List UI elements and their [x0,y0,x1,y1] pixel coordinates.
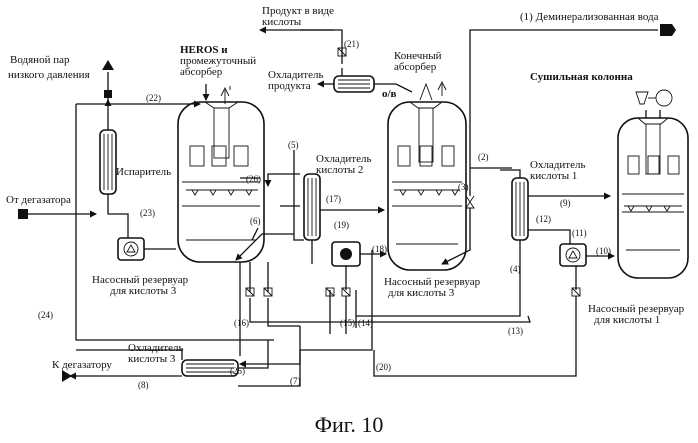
stream-15: (15) [340,318,355,328]
stream-17: (17) [326,194,341,204]
stream-18: (18) [372,244,387,254]
label-final-absorber: Конечный абсорбер [394,50,442,73]
blower-icon [636,90,672,106]
stream-22: (22) [146,93,161,103]
stream-19: (19) [334,220,349,230]
acid-cooler-1-exchanger [512,178,528,240]
evaporator-exchanger [100,130,116,194]
label-steam-line1: Водяной пар [10,54,70,66]
stream-7: (7) [290,376,301,386]
final-absorber-vessel [388,102,466,270]
label-from-degasser: От дегазатора [6,194,71,206]
stream-13: (13) [508,326,523,336]
stream-16: (16) [234,318,249,328]
product-cooler-exchanger [334,76,374,92]
label-pump-tank-3-mid: Насосный резервуар для кислоты 3 [384,276,481,299]
label-acid-cooler-2: Охладитель кислоты 2 [316,153,372,176]
stream-10: (10) [596,246,611,256]
label-drying-column: Сушильная колонна [530,71,633,83]
label-steam: Водяной пар низкого давления [8,54,90,81]
stream-14: (14) [358,318,373,328]
stream-24: (24) [38,310,53,320]
label-to-degasser: К дегазатору [52,359,112,371]
figure-caption: Фиг. 10 [315,412,384,437]
stream-26: (26) [246,174,261,184]
label-final-absorber-line2: абсорбер [394,61,437,73]
label-acid-cooler-3: Охладитель кислоты 3 [128,342,184,365]
pump-left [118,238,144,260]
stream-9: (9) [560,198,571,208]
label-steam-line2: низкого давления [8,69,90,81]
label-acid-cooler-3-line2: кислоты 3 [128,353,176,365]
stream-3: (3) [458,182,469,192]
acid-cooler-2-exchanger [304,174,320,240]
stream-23: (23) [140,208,155,218]
stream-25: (25) [230,366,245,376]
stream-2: (2) [478,152,489,162]
pump-middle [332,242,360,266]
stream-11: (11) [572,228,587,238]
label-heros: HEROS и промежуточный абсорбер [180,44,256,78]
label-acid-cooler-1-line2: кислоты 1 [530,170,577,182]
label-product-cooler: Охладитель продукта [268,69,324,92]
label-ov: о/в [382,88,397,100]
stream-6: (6) [250,216,261,226]
stream-21: (21) [344,39,359,49]
label-heros-line3: абсорбер [180,66,223,78]
label-pump-tank-1-line2: для кислоты 1 [594,314,660,326]
drying-column-vessel [618,118,688,278]
label-acid-cooler-2-line2: кислоты 2 [316,164,363,176]
label-evaporator: Испаритель [116,166,171,178]
label-demin-water: (1) Деминерализованная вода [520,11,659,23]
label-pump-tank-3-left: Насосный резервуар для кислоты 3 [92,274,189,297]
label-pump-tank-3-mid-line2: для кислоты 3 [388,287,455,299]
label-product-acid-line2: кислоты [262,16,302,28]
label-product-cooler-line2: продукта [268,80,311,92]
stream-5: (5) [288,140,299,150]
label-pump-tank-3-left-line2: для кислоты 3 [110,285,177,297]
label-product-acid: Продукт в виде кислоты [262,5,334,28]
stream-8: (8) [138,380,149,390]
label-pump-tank-1: Насосный резервуар для кислоты 1 [588,303,685,326]
pump-right [560,244,586,266]
stream-20: (20) [376,362,391,372]
label-acid-cooler-1: Охладитель кислоты 1 [530,159,586,182]
stream-12: (12) [536,214,551,224]
stream-4: (4) [510,264,521,274]
